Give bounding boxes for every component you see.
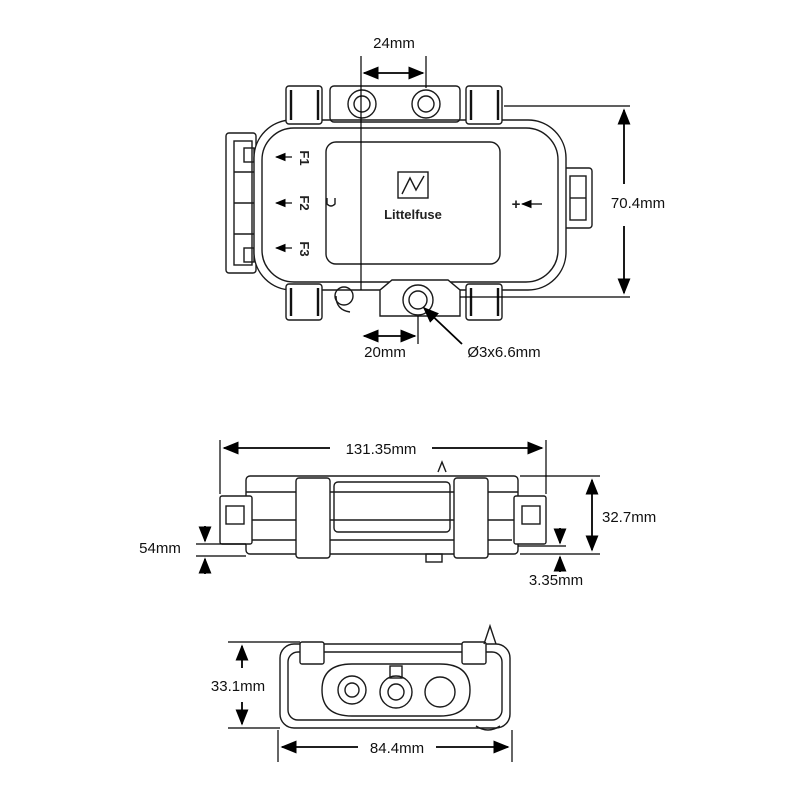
top-mounting-holes — [347, 89, 441, 119]
dim-hole-spacing: 24mm — [360, 35, 427, 290]
input-label: + — [512, 196, 542, 213]
dim-end-width-text: 84.4mm — [370, 740, 424, 757]
top-clamps — [285, 85, 503, 125]
dim-left-offset: 54mm — [139, 526, 246, 574]
input-label-plus: + — [512, 196, 521, 213]
fuse-label-f3: F3 — [297, 241, 312, 256]
dim-side-length-text: 131.35mm — [346, 441, 417, 458]
dim-height-top: 70.4mm — [460, 105, 665, 298]
side-view: 131.35mm 32.7mm 54mm 3.35mm — [139, 440, 656, 589]
dim-hole-spacing-text: 24mm — [373, 35, 415, 52]
dim-bottom-offset: 3.35mm — [518, 528, 583, 589]
fuse-label-f2: F2 — [297, 195, 312, 210]
dim-bottom-offset-text: 3.35mm — [529, 572, 583, 589]
dim-left-offset-text: 54mm — [139, 540, 181, 557]
label-window — [325, 141, 501, 265]
fuse-label-f1: F1 — [297, 150, 312, 165]
dim-offset-text: 20mm — [364, 344, 406, 361]
brand-logo: Littelfuse — [384, 171, 442, 222]
dim-end-height: 33.1mm — [211, 641, 300, 729]
dim-hole-size: Ø3x6.6mm — [422, 306, 541, 361]
dim-hole-size-text: Ø3x6.6mm — [467, 344, 540, 361]
fuse-labels: F1 F2 F3 — [274, 150, 336, 257]
dim-side-length: 131.35mm — [219, 440, 547, 494]
top-view: Littelfuse F1 F2 F3 + 24mm — [225, 35, 665, 361]
left-connector — [225, 132, 257, 274]
dim-end-height-text: 33.1mm — [211, 678, 265, 695]
dim-side-height-text: 32.7mm — [602, 509, 656, 526]
dim-offset: 20mm — [362, 316, 419, 361]
right-connector — [561, 167, 593, 229]
end-view: 33.1mm 84.4mm — [211, 623, 513, 762]
dim-height-top-text: 70.4mm — [611, 195, 665, 212]
dim-end-width: 84.4mm — [277, 730, 513, 762]
brand-name: Littelfuse — [384, 207, 442, 222]
bottom-clamps — [285, 279, 503, 321]
dim-side-height: 32.7mm — [520, 475, 656, 555]
